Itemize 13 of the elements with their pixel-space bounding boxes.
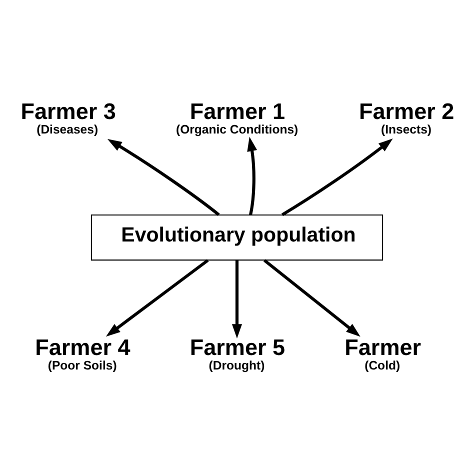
node-text: Farmer 4 (Poor Soils): [35, 334, 130, 372]
arrow: [281, 138, 393, 216]
arrow: [106, 258, 209, 336]
node-text: Farmer 2 (Insects): [358, 98, 454, 136]
node-text: Farmer 3 (Diseases): [20, 98, 116, 136]
node-text: Farmer 5 (Drought): [190, 334, 286, 372]
arrow: [107, 138, 220, 216]
node-box: Evolutionary population: [90, 214, 384, 260]
arrow: [247, 136, 258, 215]
arrow: [232, 260, 242, 338]
node-text: Farmer 1 (Organic Conditions): [176, 98, 298, 136]
node-text: Farmer (Cold): [344, 334, 422, 372]
arrow: [263, 258, 360, 336]
